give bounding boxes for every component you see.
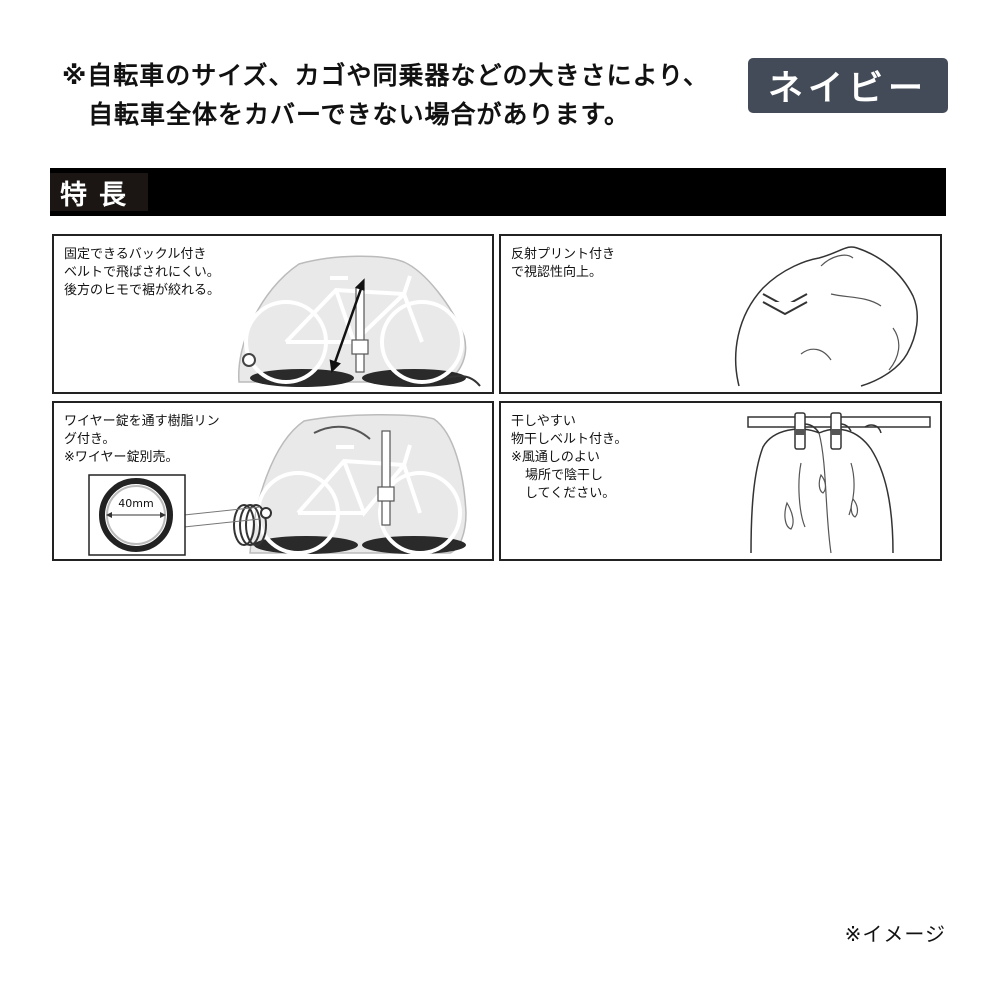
- bicycle-cover-buckle-illustration: [238, 255, 481, 387]
- notice-line-2: 自転車全体をカバーできない場合があります。: [88, 100, 631, 129]
- feature-text-wire-lock: ワイヤー錠を通す樹脂リン グ付き。 ※ワイヤー錠別売。: [64, 414, 220, 465]
- section-title: 特長: [50, 173, 148, 211]
- notice-line-1: ※自転車のサイズ、カゴや同乗器などの大きさにより、: [62, 61, 710, 90]
- color-badge: ネイビー: [748, 58, 948, 113]
- feature-text-drying: 干しやすい 物干しベルト付き。 ※風通しのよい 場所で陰干し してください。: [511, 414, 628, 501]
- feature-panel-drying: 干しやすい 物干しベルト付き。 ※風通しのよい 場所で陰干し してください。: [499, 401, 942, 561]
- wire-lock-illustration: [88, 414, 467, 556]
- reflective-print-illustration: [734, 246, 919, 387]
- drying-belt-illustration: [747, 412, 931, 554]
- feature-panel-wire-lock: ワイヤー錠を通す樹脂リン グ付き。 ※ワイヤー錠別売。: [52, 401, 494, 561]
- feature-text-buckle: 固定できるバックル付き ベルトで飛ばされにくい。 後方のヒモで裾が絞れる。: [64, 247, 221, 298]
- notice-text: ※自転車のサイズ、カゴや同乗器などの大きさにより、 自転車全体をカバーできない場…: [62, 56, 709, 134]
- image-note: ※イメージ: [844, 922, 946, 946]
- section-header: 特長: [50, 168, 946, 216]
- feature-text-reflective: 反射プリント付き で視認性向上。: [511, 247, 616, 280]
- ring-size-label: 40mm: [117, 497, 155, 510]
- feature-panel-reflective: 反射プリント付き で視認性向上。: [499, 234, 942, 394]
- feature-panel-buckle: 固定できるバックル付き ベルトで飛ばされにくい。 後方のヒモで裾が絞れる。: [52, 234, 494, 394]
